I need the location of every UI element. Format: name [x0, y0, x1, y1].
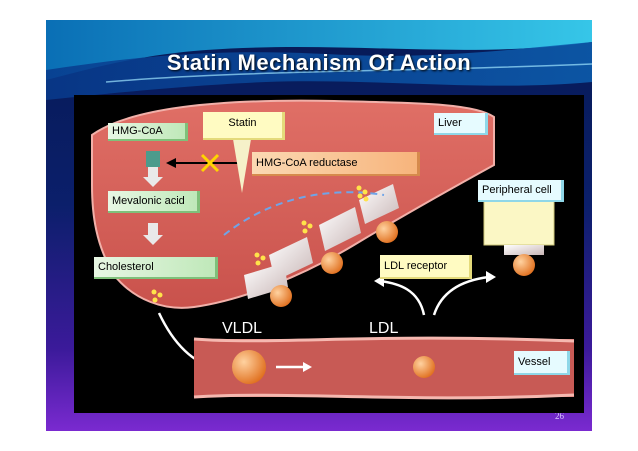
- dashed-flow-arrow: [223, 191, 385, 236]
- hmg-coa-reductase-label: HMG-CoA reductase: [252, 152, 420, 176]
- ldl-receptors: [244, 184, 399, 299]
- ldl-label: LDL: [369, 320, 398, 337]
- liver-label: Liver: [434, 113, 488, 135]
- diagram: VLDL LDL: [74, 95, 584, 413]
- vldl-label: VLDL: [222, 320, 262, 337]
- down-arrow-icon: [143, 167, 163, 187]
- hmg-coa-label: HMG-CoA: [108, 123, 188, 141]
- statin-label: Statin: [203, 112, 285, 140]
- title-banner: [46, 20, 592, 100]
- cholesterol-label: Cholesterol: [94, 257, 218, 279]
- ldl-particle: [321, 252, 343, 274]
- inhibition-x-icon: [200, 153, 220, 173]
- ldl-receptor-label: LDL receptor: [380, 255, 472, 279]
- curved-arrow: [432, 275, 490, 316]
- ldl-particle: [413, 356, 435, 378]
- vessel-label: Vessel: [514, 351, 570, 375]
- arrowhead-icon: [166, 158, 176, 168]
- mevalonic-acid-label: Mevalonic acid: [108, 191, 200, 213]
- arrowhead-icon: [486, 271, 496, 283]
- statin-pointer: [232, 133, 252, 193]
- page-number: 26: [555, 411, 564, 421]
- vldl-particle: [232, 350, 266, 384]
- slide-title: Statin Mechanism Of Action: [166, 50, 472, 75]
- curved-arrow: [378, 279, 426, 316]
- peripheral-receptor: [504, 245, 544, 255]
- enzyme-block: [146, 151, 160, 167]
- down-arrow-icon: [143, 223, 163, 245]
- ldl-particle: [270, 285, 292, 307]
- ldl-particle: [376, 221, 398, 243]
- peripheral-cell-label: Peripheral cell: [478, 180, 564, 202]
- arrowhead-icon: [303, 362, 312, 372]
- ldl-particle: [513, 254, 535, 276]
